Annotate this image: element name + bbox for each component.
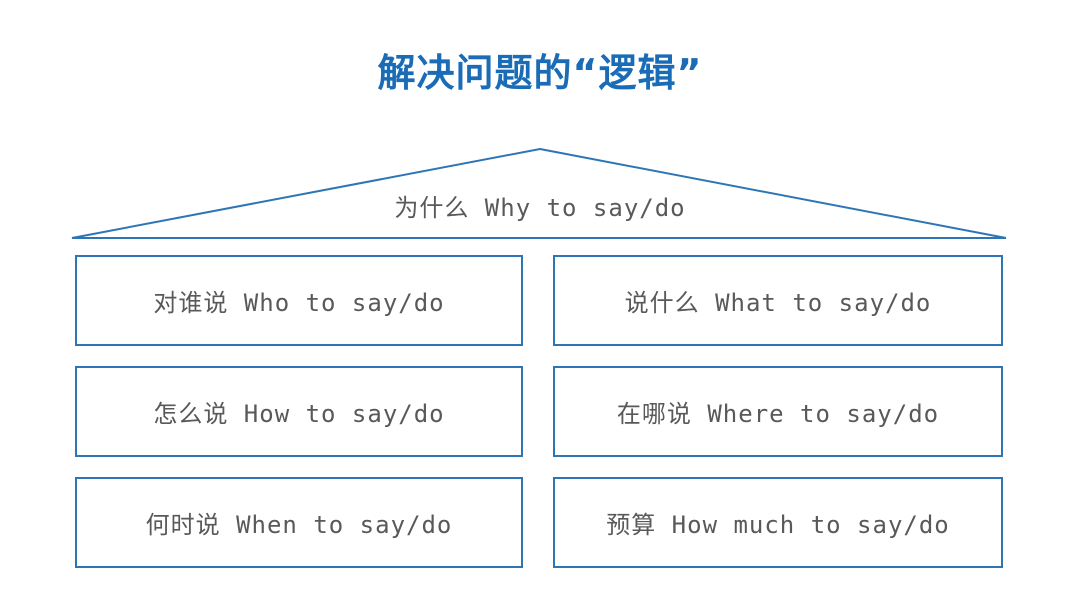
roof-label: 为什么 Why to say/do (394, 194, 686, 222)
box-what: 说什么 What to say/do (553, 255, 1003, 346)
page-title: 解决问题的“逻辑” (377, 51, 703, 95)
box-how-much: 预算 How much to say/do (553, 477, 1003, 568)
box-who: 对谁说 Who to say/do (75, 255, 523, 346)
boxes-grid: 对谁说 Who to say/do 说什么 What to say/do 怎么说… (75, 255, 1003, 568)
box-when-label: 何时说 When to say/do (145, 511, 453, 539)
box-how-much-label: 预算 How much to say/do (606, 511, 950, 539)
box-where: 在哪说 Where to say/do (553, 366, 1003, 457)
box-where-label: 在哪说 Where to say/do (616, 400, 940, 428)
box-what-label: 说什么 What to say/do (624, 289, 932, 317)
box-who-label: 对谁说 Who to say/do (153, 289, 445, 317)
box-when: 何时说 When to say/do (75, 477, 523, 568)
box-how: 怎么说 How to say/do (75, 366, 523, 457)
box-how-label: 怎么说 How to say/do (153, 400, 445, 428)
